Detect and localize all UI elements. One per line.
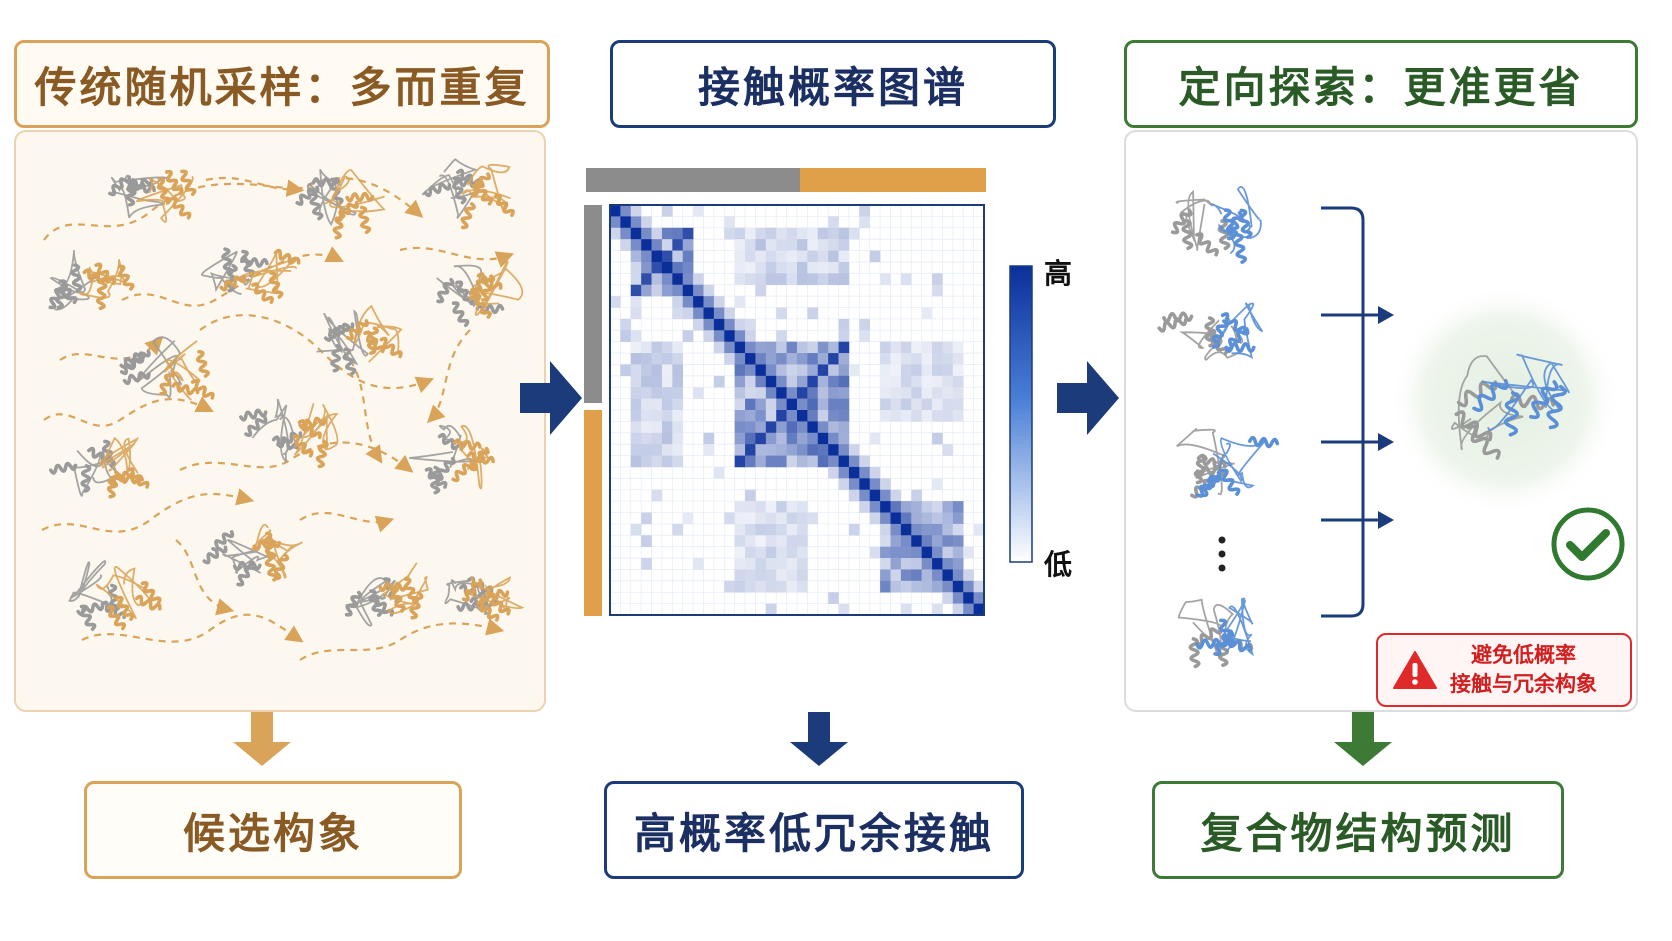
contact-map bbox=[584, 168, 986, 616]
conformation-9 bbox=[48, 436, 150, 499]
conformation-1 bbox=[108, 169, 197, 223]
conformation-11 bbox=[409, 424, 495, 495]
colorbar-high-label: 高 bbox=[1044, 257, 1073, 290]
walk-path-8 bbox=[43, 396, 214, 427]
conformation-7 bbox=[119, 336, 215, 401]
walk-path-13 bbox=[299, 618, 505, 661]
header-center-text: 接触概率图谱 bbox=[697, 62, 968, 112]
walk-path-4 bbox=[399, 246, 515, 268]
predicted-complex-glow bbox=[1389, 284, 1621, 516]
walk-path-14 bbox=[175, 539, 235, 616]
conformation-4 bbox=[48, 250, 135, 311]
conformation-5 bbox=[201, 247, 301, 304]
walk-path-15 bbox=[349, 359, 383, 464]
merge-bracket bbox=[1321, 206, 1386, 618]
chain-a-bar-top bbox=[586, 168, 800, 192]
header-left-text: 传统随机采样：多而重复 bbox=[34, 62, 530, 112]
arrow-to-map bbox=[520, 361, 582, 435]
colorbar-low-label: 低 bbox=[1044, 548, 1073, 581]
warning-triangle-icon bbox=[1393, 651, 1437, 689]
chain-b-bar-left bbox=[584, 410, 602, 616]
walk-path-10 bbox=[41, 488, 255, 533]
directed-conformations bbox=[1157, 186, 1280, 669]
directed-conformation-4 bbox=[1177, 597, 1255, 669]
conformation-8 bbox=[316, 304, 403, 376]
directed-conformation-1 bbox=[1170, 186, 1262, 264]
predicted-complex bbox=[1450, 353, 1570, 460]
output-left-text: 候选构象 bbox=[182, 808, 363, 858]
walk-path-3 bbox=[121, 246, 344, 307]
conformation-15 bbox=[444, 576, 525, 622]
candidate-conformations bbox=[48, 158, 525, 631]
header-center: 接触概率图谱 bbox=[610, 40, 1056, 128]
walk-path-11 bbox=[299, 511, 395, 533]
walk-path-6 bbox=[199, 314, 435, 394]
conformation-13 bbox=[202, 523, 303, 587]
check-circle-icon bbox=[1551, 507, 1625, 581]
random-walk-paths bbox=[41, 176, 515, 661]
output-left: 候选构象 bbox=[84, 781, 462, 879]
down-arrow-left bbox=[233, 712, 291, 766]
conformation-6 bbox=[436, 260, 524, 328]
vertical-ellipsis bbox=[1218, 536, 1226, 572]
down-arrow-right bbox=[1334, 712, 1392, 766]
chain-a-bar-left bbox=[584, 205, 602, 403]
down-arrow-center bbox=[790, 712, 848, 766]
complex-structure bbox=[1450, 353, 1570, 460]
warning-box: 避免低概率 接触与冗余构象 bbox=[1376, 633, 1632, 707]
walk-path-1 bbox=[43, 179, 305, 241]
chain-b-bar-top bbox=[800, 168, 986, 192]
warning-line-1: 避免低概率 bbox=[1471, 643, 1576, 667]
directed-conformation-2 bbox=[1157, 302, 1264, 361]
header-left: 传统随机采样：多而重复 bbox=[14, 40, 550, 128]
warning-line-2: 接触与冗余构象 bbox=[1450, 672, 1597, 696]
header-right: 定向探索：更准更省 bbox=[1124, 40, 1638, 128]
merge-arrowheads bbox=[1378, 306, 1394, 529]
walk-path-12 bbox=[81, 613, 304, 643]
conformation-12 bbox=[68, 560, 162, 631]
header-right-text: 定向探索：更准更省 bbox=[1178, 62, 1584, 112]
output-right-text: 复合物结构预测 bbox=[1200, 808, 1516, 858]
output-center: 高概率低冗余接触 bbox=[604, 781, 1024, 879]
arrow-to-exploration bbox=[1057, 361, 1119, 435]
conformation-10 bbox=[239, 398, 339, 469]
conformation-2 bbox=[295, 168, 386, 240]
random-sampling-panel bbox=[14, 130, 546, 712]
walk-path-7 bbox=[426, 329, 471, 424]
warning-text: 避免低概率 接触与冗余构象 bbox=[1450, 641, 1597, 699]
output-center-text: 高概率低冗余接触 bbox=[633, 808, 994, 858]
conformation-3 bbox=[421, 158, 515, 230]
colorbar bbox=[1009, 265, 1033, 563]
conformation-14 bbox=[344, 562, 429, 627]
directed-conformation-3 bbox=[1176, 427, 1280, 499]
output-right: 复合物结构预测 bbox=[1152, 781, 1564, 879]
